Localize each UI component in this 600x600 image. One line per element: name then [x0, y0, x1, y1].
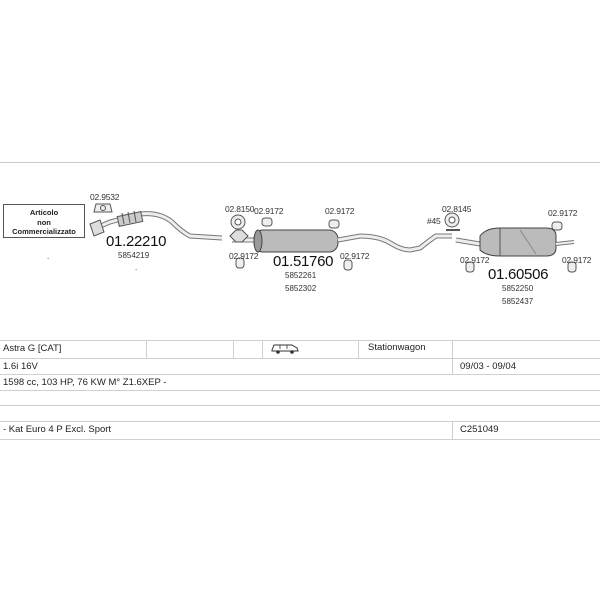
flange-02-8150[interactable]	[229, 214, 249, 243]
note-line-3: Commercializzato	[12, 227, 76, 236]
vehicle-spec: 1598 cc, 103 HP, 76 KW M° Z1.6XEP -	[3, 377, 167, 388]
diagram-top-border	[0, 162, 600, 163]
note-line-2: non	[37, 217, 51, 227]
dot-mark: .	[47, 252, 50, 261]
car-icon	[270, 342, 300, 357]
vehicle-engine: 1.6i 16V	[3, 361, 38, 372]
part-number-01-22210: 01.22210	[106, 233, 167, 250]
vehicle-years: 09/03 - 09/04	[460, 361, 516, 372]
vehicle-body-type: Stationwagon	[368, 342, 426, 353]
system-code: C251049	[460, 424, 499, 435]
oem-number-5852261: 5852261	[285, 271, 317, 280]
oem-number-5852250: 5852250	[502, 284, 534, 293]
flange-02-8145[interactable]	[444, 212, 460, 231]
note-line-1: Articolo	[29, 208, 59, 217]
part-number-02-9172-f: 02.9172	[548, 208, 578, 218]
part-number-02-8150: 02.8150	[225, 204, 255, 214]
part-number-02-9172-g: 02.9172	[460, 255, 490, 265]
oem-number-5852302: 5852302	[285, 284, 317, 293]
part-number-02-9172-b: 02.9172	[325, 206, 355, 216]
part-number-45: #45	[427, 216, 441, 226]
part-number-02-9172-h: 02.9172	[562, 255, 592, 265]
part-number-02-9172-a: 02.9172	[254, 206, 284, 216]
dot-mark: .	[135, 263, 138, 272]
part-number-01-60506: 01.60506	[488, 266, 549, 283]
rear-silencer-part[interactable]	[455, 227, 575, 257]
not-commercialized-box: Articolo non Commercializzato	[3, 204, 85, 238]
hanger-rubber-icons[interactable]	[235, 217, 577, 273]
vehicle-notes: - Kat Euro 4 P Excl. Sport	[3, 424, 112, 435]
middle-silencer-part[interactable]	[232, 229, 452, 253]
part-number-01-51760: 01.51760	[273, 253, 334, 270]
oem-number-5854219: 5854219	[118, 251, 150, 260]
vehicle-model: Astra G [CAT]	[3, 343, 62, 354]
oem-number-5852437: 5852437	[502, 297, 534, 306]
part-number-02-9172-c: 02.9172	[229, 251, 259, 261]
part-number-02-8145: 02.8145	[442, 204, 472, 214]
front-pipe-part[interactable]	[89, 210, 223, 241]
part-number-02-9532: 02.9532	[90, 192, 120, 202]
part-number-02-9172-d: 02.9172	[340, 251, 370, 261]
gasket-02-9532[interactable]	[93, 203, 113, 213]
